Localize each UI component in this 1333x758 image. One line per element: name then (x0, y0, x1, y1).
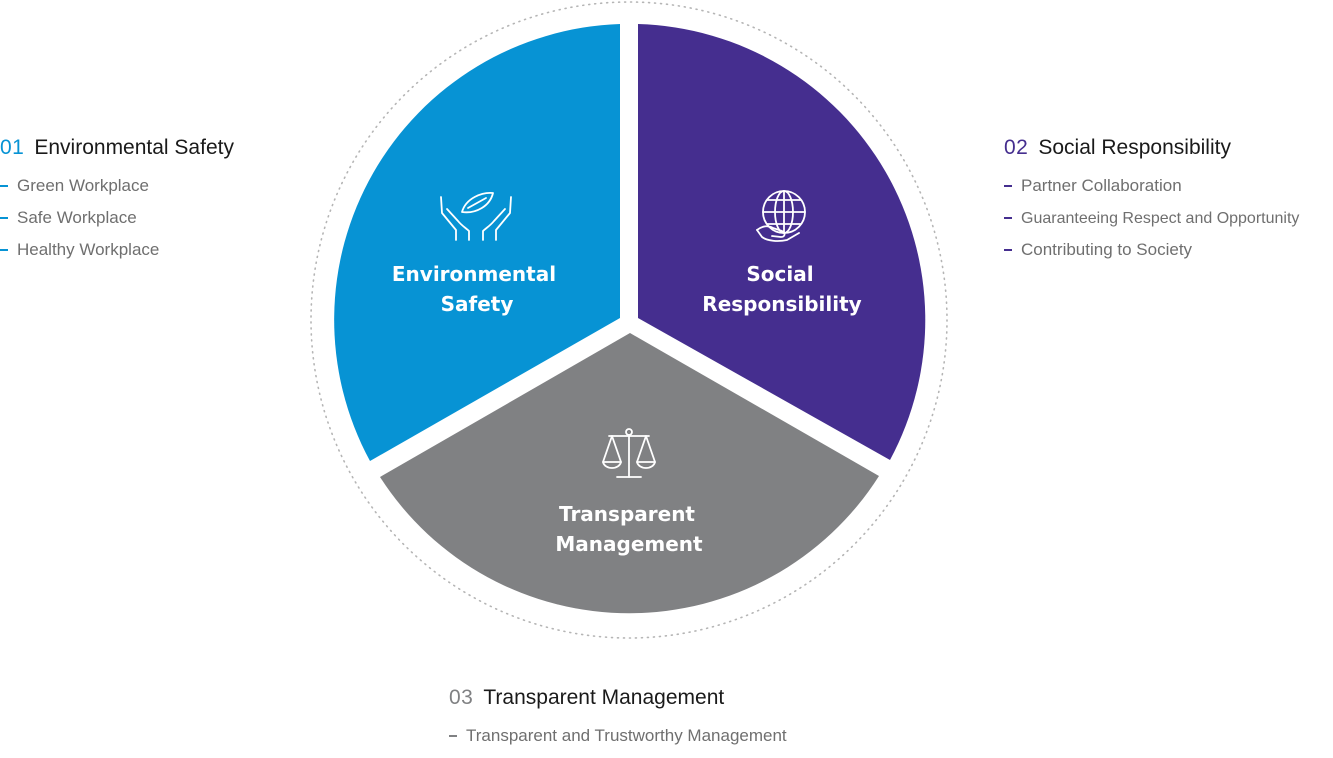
list-item: Healthy Workplace (0, 240, 234, 272)
list-item: Partner Collaboration (1004, 176, 1299, 208)
block-item-list: Green Workplace Safe Workplace Healthy W… (0, 176, 234, 272)
block-title: Social Responsibility (1038, 136, 1231, 159)
list-item-label: Contributing to Society (1021, 240, 1193, 259)
segment-environmental-safety (334, 24, 620, 461)
segment-label-transparent-2: Management (555, 532, 703, 556)
dash-bullet (449, 735, 457, 737)
hand-globe-icon (756, 190, 806, 242)
block-number: 03 (449, 686, 474, 709)
list-item: Safe Workplace (0, 208, 234, 240)
scales-icon (602, 428, 656, 478)
hands-leaf-icon (440, 192, 512, 241)
block-heading: 03 Transparent Management (449, 686, 787, 714)
list-item-label: Partner Collaboration (1021, 176, 1182, 195)
segment-social-responsibility (638, 24, 926, 460)
social-responsibility-block: 02 Social Responsibility Partner Collabo… (1004, 136, 1299, 272)
block-heading: 02 Social Responsibility (1004, 136, 1299, 164)
segment-label-environmental-2: Safety (441, 292, 514, 316)
list-item: Transparent and Trustworthy Management (449, 726, 787, 758)
dash-bullet (0, 185, 8, 187)
dash-bullet (1004, 185, 1012, 187)
block-title: Environmental Safety (34, 136, 234, 159)
segment-label-social-1: Social (746, 262, 813, 286)
list-item-label: Green Workplace (17, 176, 149, 195)
list-item-label: Safe Workplace (17, 208, 137, 227)
segment-label-environmental-1: Environmental (392, 262, 556, 286)
list-item: Guaranteeing Respect and Opportunity (1004, 208, 1299, 240)
dash-bullet (1004, 249, 1012, 251)
block-item-list: Partner Collaboration Guaranteeing Respe… (1004, 176, 1299, 272)
block-item-list: Transparent and Trustworthy Management (449, 726, 787, 758)
dash-bullet (1004, 217, 1012, 219)
segment-label-social-2: Responsibility (702, 292, 861, 316)
block-number: 01 (0, 136, 25, 159)
transparent-management-block: 03 Transparent Management Transparent an… (449, 686, 787, 758)
block-number: 02 (1004, 136, 1029, 159)
list-item: Green Workplace (0, 176, 234, 208)
dash-bullet (0, 217, 8, 219)
dotted-ring (310, 1, 948, 639)
list-item-label: Transparent and Trustworthy Management (466, 726, 787, 745)
environmental-safety-block: 01 Environmental Safety Green Workplace … (0, 136, 234, 272)
block-heading: 01 Environmental Safety (0, 136, 234, 164)
segment-label-transparent-1: Transparent (559, 502, 695, 526)
dash-bullet (0, 249, 8, 251)
list-item-label: Healthy Workplace (17, 240, 160, 259)
list-item-label: Guaranteeing Respect and Opportunity (1021, 210, 1300, 227)
list-item: Contributing to Society (1004, 240, 1299, 272)
block-title: Transparent Management (483, 686, 725, 709)
